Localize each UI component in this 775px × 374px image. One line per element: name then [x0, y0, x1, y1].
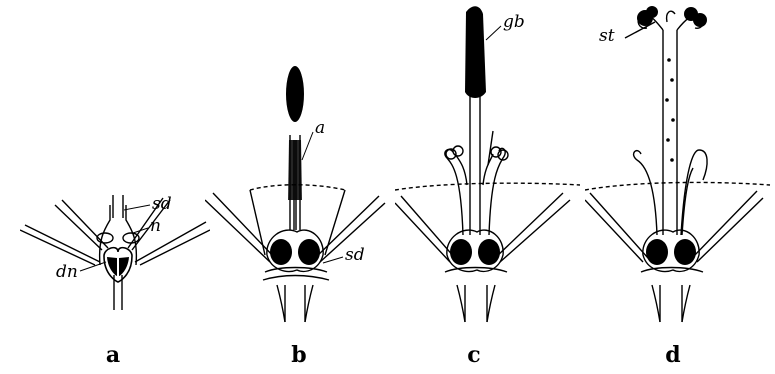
panel-c-drawing — [395, 0, 585, 374]
label-sd-panel-b: sd — [345, 247, 365, 264]
panel-b-label: b — [204, 342, 394, 368]
label-gb-panel-c: gb — [503, 14, 525, 31]
panel-a-drawing — [20, 0, 210, 374]
panel-c: gb c — [395, 0, 585, 374]
label-dn-panel-a: dn — [56, 264, 78, 281]
label-sd-panel-a: sd — [152, 196, 172, 213]
label-n-panel-a: n — [150, 218, 161, 235]
panel-a-label: a — [18, 342, 208, 368]
panel-b-drawing — [205, 0, 395, 374]
panel-d: st d — [585, 0, 775, 374]
panel-d-label: d — [578, 342, 768, 368]
panel-b: a sd b — [205, 0, 395, 374]
label-st-panel-d: st — [599, 28, 615, 45]
label-a-panel-b: a — [315, 120, 325, 137]
panel-d-drawing — [585, 0, 775, 374]
panel-c-label: c — [379, 342, 569, 368]
panel-a: sd n dn a — [20, 0, 210, 374]
